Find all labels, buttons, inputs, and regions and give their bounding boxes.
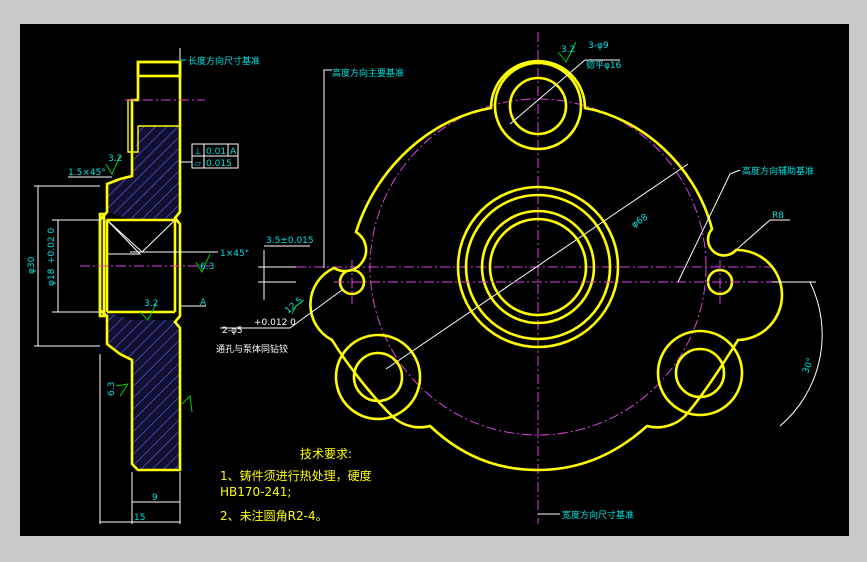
height-aux-datum-leader bbox=[677, 169, 741, 283]
hole-count-dia: 3-φ9 bbox=[588, 41, 609, 51]
pitch-circle bbox=[369, 98, 707, 436]
roughness-symbol-d bbox=[115, 383, 130, 397]
dim-offset: 3.5±0.015 bbox=[266, 236, 314, 246]
tech-req-title: 技术要求: bbox=[300, 447, 352, 461]
tech-req-line3: 2、未注圆角R2-4。 bbox=[220, 508, 328, 523]
roughness-symbol-b bbox=[195, 253, 211, 274]
central-ring-3 bbox=[480, 209, 596, 325]
lr-boss bbox=[656, 329, 744, 417]
gdt-frame: ⊥ 0.01 A ▱ 0.015 bbox=[180, 143, 239, 169]
tech-requirements: 技术要求: 1、铸件须进行热处理，硬度 HB170-241; 2、未注圆角R2-… bbox=[220, 447, 372, 523]
roughness-e: 3.2 bbox=[561, 45, 575, 55]
side-hatch-lower bbox=[107, 312, 180, 470]
dim-bore-tol: +0.02 0 bbox=[47, 228, 57, 264]
engineering-drawing: 长度方向尺寸基准 ⊥ 0.01 A ▱ 0.015 1.5×45° 3.2 φ3… bbox=[27, 32, 823, 524]
dim-width-9: 9 bbox=[152, 493, 158, 503]
counterbore: 锪平φ16 bbox=[586, 59, 622, 71]
pin-holes-tol: +0.012 0 bbox=[254, 318, 296, 328]
dim-bore-dia: φ18 bbox=[47, 268, 57, 286]
roughness-symbol-a bbox=[105, 155, 121, 176]
gdt-row1-datum: A bbox=[230, 147, 237, 157]
hole-callout-leader bbox=[509, 59, 586, 125]
tech-req-line1: 1、铸件须进行热处理，硬度 bbox=[220, 468, 372, 483]
tech-req-line2: HB170-241; bbox=[220, 485, 291, 499]
cad-drawing-canvas[interactable]: 长度方向尺寸基准 ⊥ 0.01 A ▱ 0.015 1.5×45° 3.2 φ3… bbox=[20, 24, 849, 536]
label-chamfer-mid: 1×45° bbox=[220, 249, 249, 259]
dim-outer-dia: φ30 bbox=[27, 256, 37, 274]
side-cone-line-b bbox=[141, 219, 176, 253]
label-height-main-datum: 高度方向主要基准 bbox=[332, 67, 404, 79]
datum-letter: A bbox=[200, 298, 207, 308]
ll-hole bbox=[352, 351, 404, 403]
dim-angle: 30° bbox=[801, 357, 816, 375]
pin-holes-note: 通孔与泵体同钻铰 bbox=[216, 343, 288, 355]
dim-pitch-dia: φ68 bbox=[630, 212, 650, 230]
roughness-symbol-f bbox=[291, 299, 305, 315]
roughness-symbol-c bbox=[139, 303, 157, 321]
gdt-row2-value: 0.015 bbox=[206, 159, 232, 169]
roughness-symbol-side-right bbox=[181, 394, 193, 413]
label-chamfer-top: 1.5×45° bbox=[68, 168, 106, 178]
ll-boss bbox=[334, 333, 422, 421]
gdt-row2-symbol: ▱ bbox=[194, 159, 201, 169]
roughness-a: 3.2 bbox=[108, 154, 122, 164]
dim-width-15: 15 bbox=[134, 513, 145, 523]
roughness-c: 3.2 bbox=[144, 299, 158, 309]
side-outline bbox=[98, 60, 182, 472]
side-bore-left-wall bbox=[98, 212, 106, 318]
pin-holes: 2-φ5 bbox=[222, 326, 243, 336]
side-hatch-upper bbox=[107, 126, 180, 220]
pin-callout-leader bbox=[289, 289, 343, 329]
gdt-row1-value: 0.01 bbox=[206, 147, 226, 157]
front-view: φ68 3-φ9 锪平φ16 3.2 高度方向主要基准 bbox=[216, 32, 823, 524]
top-hole bbox=[508, 76, 568, 136]
central-ring-inner bbox=[488, 217, 588, 317]
roughness-f: 12.5 bbox=[284, 296, 306, 317]
angle-arc bbox=[779, 281, 823, 427]
label-height-aux-datum: 高度方向辅助基准 bbox=[742, 165, 814, 177]
side-top-boss bbox=[136, 60, 182, 78]
central-ring-2 bbox=[464, 193, 612, 341]
dim-line-pitch bbox=[385, 163, 689, 370]
central-ring-outer bbox=[456, 185, 620, 349]
side-cone-line-a bbox=[106, 219, 143, 253]
roughness-b: 6.3 bbox=[200, 262, 214, 272]
front-body-outline bbox=[309, 59, 784, 472]
top-boss bbox=[493, 61, 583, 151]
roughness-d: 6.3 bbox=[107, 382, 117, 396]
label-width-datum: 宽度方向尺寸基准 bbox=[562, 509, 634, 521]
dim-radius: R8 bbox=[772, 211, 784, 221]
roughness-symbol-e bbox=[557, 41, 577, 63]
lr-hole bbox=[674, 347, 726, 399]
side-view: 长度方向尺寸基准 ⊥ 0.01 A ▱ 0.015 1.5×45° 3.2 φ3… bbox=[27, 48, 260, 524]
gdt-row1-symbol: ⊥ bbox=[194, 147, 202, 157]
radius-leader bbox=[735, 219, 790, 251]
height-main-datum-leader bbox=[323, 69, 332, 268]
label-length-datum: 长度方向尺寸基准 bbox=[188, 55, 260, 67]
